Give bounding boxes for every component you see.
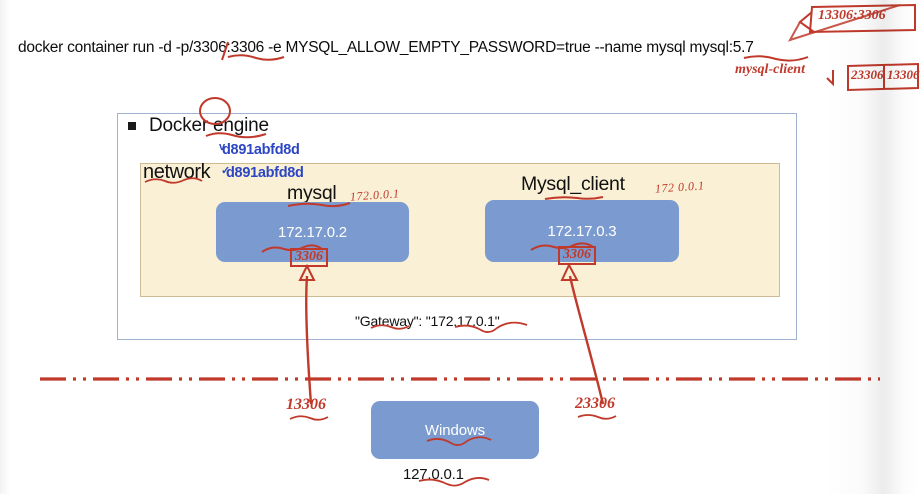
container-label-mysql-client: Mysql_client bbox=[521, 173, 625, 195]
check-mark-icon-network: ✓ bbox=[221, 165, 231, 177]
network-label: network bbox=[143, 161, 211, 183]
ink-port-label-mysql: 3306 bbox=[290, 248, 328, 267]
ink-host-port-left: 13306 bbox=[286, 396, 326, 413]
container-label-mysql: mysql bbox=[287, 182, 337, 204]
ink-underline-23306 bbox=[577, 414, 617, 420]
container-ip-mysql: 172.17.0.2 bbox=[278, 223, 347, 241]
container-box-mysql-client: 172.17.0.3 bbox=[485, 200, 679, 262]
host-name-label: Windows bbox=[424, 421, 486, 439]
ink-port-label-mysql-client: 3306 bbox=[558, 246, 596, 265]
docker-engine-title: Docker engine bbox=[128, 115, 269, 137]
ink-pointer-top-mapping bbox=[798, 11, 815, 33]
host-box-windows: Windows bbox=[371, 401, 539, 459]
ink-underline-13306 bbox=[289, 415, 329, 421]
ink-host-port-right: 23306 bbox=[575, 395, 615, 412]
page-shade-left bbox=[0, 0, 10, 494]
ink-client-mapping-right: 13306 bbox=[887, 67, 920, 82]
network-id: d891abfd8d bbox=[226, 165, 304, 181]
ink-arrow-client-mapping bbox=[826, 70, 834, 87]
docker-engine-title-text: Docker engine bbox=[149, 115, 269, 136]
ink-underline-command-name bbox=[743, 55, 809, 62]
container-ip-mysql-client: 172.17.0.3 bbox=[547, 222, 617, 240]
host-ip-label: 127.0.0.1 bbox=[403, 466, 464, 483]
check-mark-icon-top: v bbox=[219, 141, 226, 153]
square-bullet-icon bbox=[128, 122, 136, 130]
docker-run-command: docker container run -d -p/3306:3306 -e … bbox=[18, 39, 754, 56]
container-id-top: d891abfd8d bbox=[222, 142, 300, 158]
ink-top-right-mapping: 13306:3306 bbox=[818, 8, 886, 23]
ink-mysql-client-note: mysql-client bbox=[735, 62, 805, 77]
gateway-text: "Gateway": "172.17.0.1" bbox=[355, 313, 500, 329]
ink-client-mapping-left: 23306 bbox=[851, 67, 884, 82]
